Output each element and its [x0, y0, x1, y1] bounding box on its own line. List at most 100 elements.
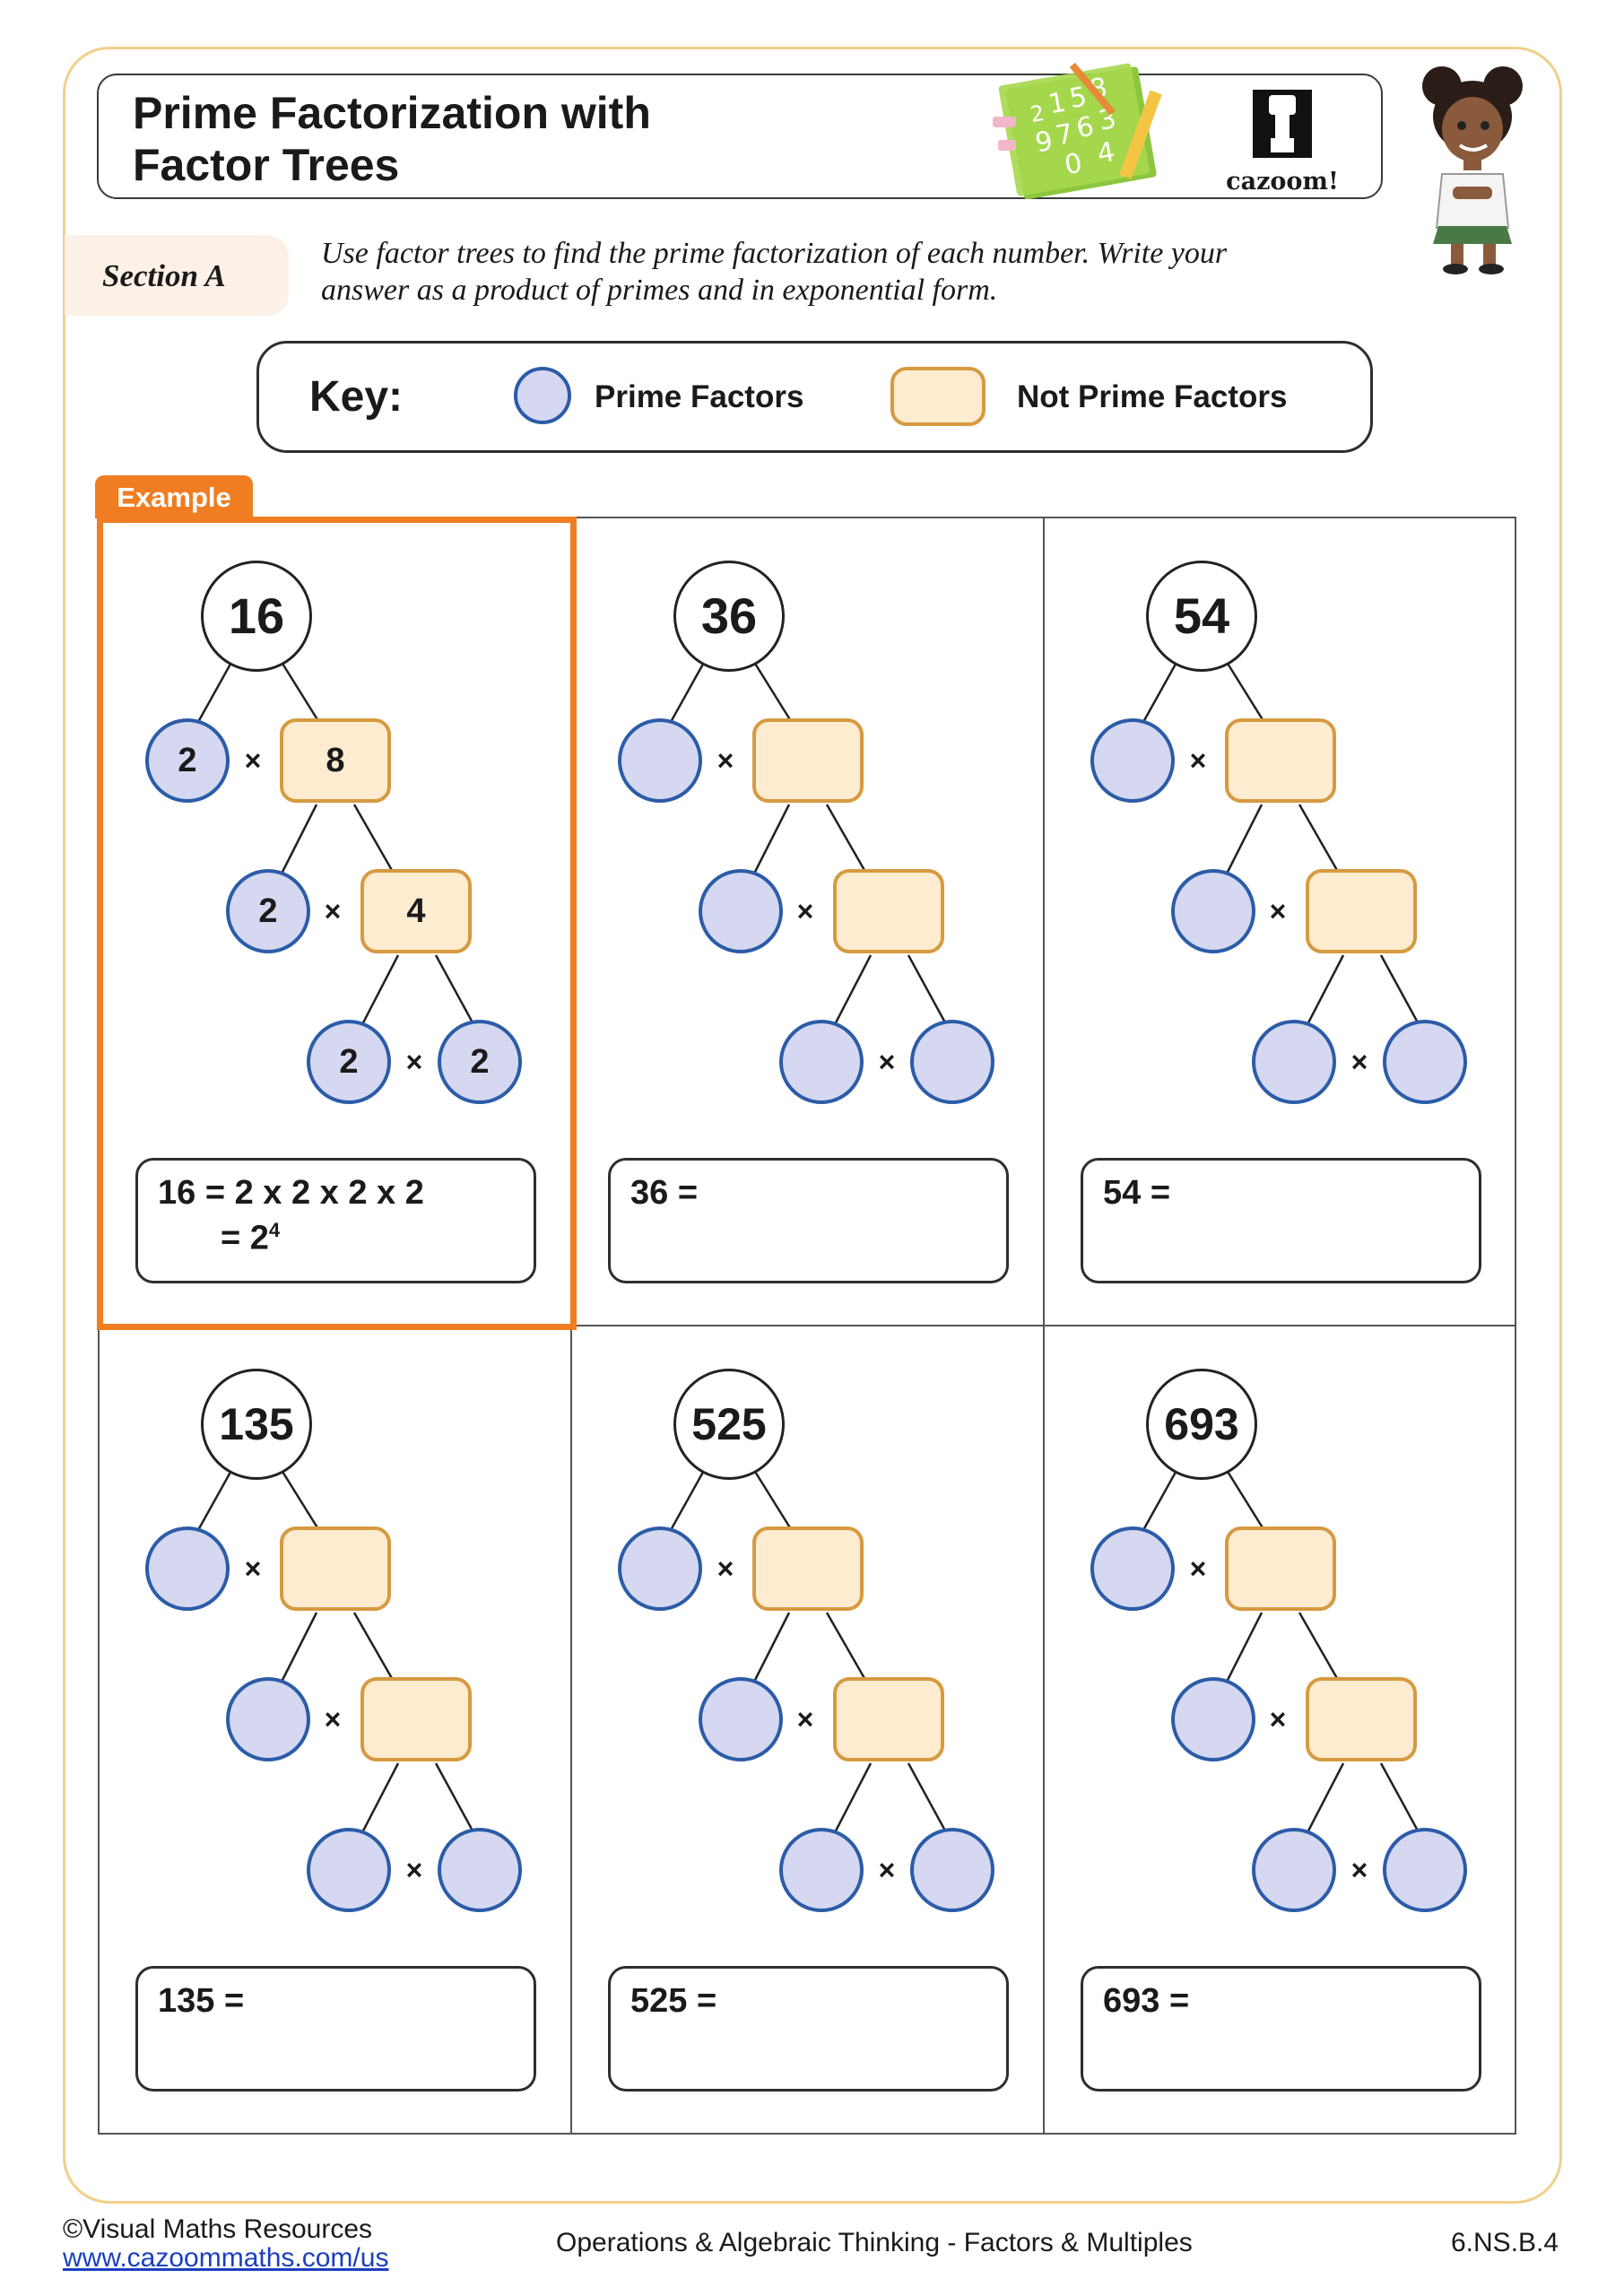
factor-tree-branches	[664, 1466, 948, 1840]
website-link[interactable]: www.cazoommaths.com/us	[63, 2243, 389, 2273]
times-symbol: ×	[796, 895, 814, 927]
answer-box[interactable]	[135, 1966, 536, 2092]
root-number: 16	[201, 561, 312, 672]
times-symbol: ×	[244, 1552, 262, 1585]
not-prime-factor-box[interactable]	[752, 1526, 864, 1611]
root-number: 135	[201, 1369, 312, 1480]
key-box	[256, 341, 1373, 453]
times-symbol: ×	[405, 1854, 423, 1886]
prime-factor-circle[interactable]: 2	[145, 718, 230, 803]
prime-factor-circle[interactable]	[1171, 1677, 1255, 1761]
answer-box[interactable]	[608, 1966, 1009, 2092]
answer-box[interactable]	[608, 1158, 1009, 1283]
not-prime-factor-box[interactable]	[1225, 718, 1336, 803]
sticky-note-digits: 2 1 5 8 9 7 6 3 0 4	[1029, 72, 1119, 181]
prime-factor-circle[interactable]	[618, 1526, 702, 1611]
not-prime-factor-box[interactable]	[1306, 869, 1417, 953]
answer-equation: 525 =	[630, 1982, 717, 2020]
student-character-illustration	[1422, 66, 1523, 274]
not-prime-factor-box[interactable]: 8	[280, 718, 391, 803]
not-prime-factor-box[interactable]	[752, 718, 864, 803]
prime-factor-circle[interactable]	[307, 1828, 391, 1912]
not-prime-factor-box[interactable]	[1225, 1526, 1336, 1611]
times-symbol: ×	[324, 1703, 342, 1735]
root-number: 525	[673, 1369, 785, 1480]
prime-factor-circle[interactable]	[618, 718, 702, 803]
page-border	[63, 47, 1562, 2204]
not-prime-factor-box[interactable]: 4	[360, 869, 472, 953]
times-symbol: ×	[1269, 1703, 1287, 1735]
root-number: 693	[1146, 1369, 1257, 1480]
example-tab: Example	[95, 475, 253, 518]
standard-code: 6.NS.B.4	[1451, 2228, 1559, 2257]
prime-factor-key-circle	[514, 367, 571, 424]
prime-factor-circle[interactable]	[1252, 1828, 1336, 1912]
problem-cell: 54×××54 =	[1044, 517, 1519, 1325]
times-symbol: ×	[878, 1046, 896, 1078]
prime-factor-circle[interactable]	[226, 1677, 310, 1761]
not-prime-factor-box[interactable]	[833, 869, 944, 953]
prime-factor-circle[interactable]	[1383, 1020, 1467, 1104]
times-symbol: ×	[1269, 895, 1287, 927]
prime-factor-circle[interactable]	[779, 1828, 864, 1912]
prime-factor-circle[interactable]: 2	[226, 869, 310, 953]
not-prime-factor-box[interactable]	[1306, 1677, 1417, 1761]
prime-factor-circle[interactable]: 2	[438, 1020, 522, 1104]
answer-box[interactable]	[1081, 1966, 1481, 2092]
prime-factor-circle[interactable]	[699, 1677, 783, 1761]
prime-factor-circle[interactable]	[910, 1020, 994, 1104]
not-prime-factor-box[interactable]	[833, 1677, 944, 1761]
problem-cell: 36×××36 =	[571, 517, 1046, 1325]
page-title: Prime Factorization with Factor Trees	[133, 87, 651, 191]
instructions: Use factor trees to find the prime facto…	[321, 235, 1433, 309]
factor-tree-branches	[192, 1466, 475, 1840]
root-number: 54	[1146, 561, 1257, 672]
key-label: Key:	[309, 373, 404, 421]
times-symbol: ×	[244, 744, 262, 777]
title-line-1: Prime Factorization with	[133, 88, 651, 138]
factor-tree-branches	[1137, 658, 1420, 1032]
factor-tree-branches	[664, 658, 948, 1032]
prime-factor-circle[interactable]	[1090, 1526, 1175, 1611]
times-symbol: ×	[1189, 744, 1207, 777]
answer-equation: 693 =	[1103, 1982, 1190, 2020]
answer-equation: 16 = 2 x 2 x 2 x 2	[158, 1174, 424, 1212]
math-sticky-notes-icon: 2 1 5 8 9 7 6 3 0 4	[993, 62, 1162, 200]
not-prime-factor-box[interactable]	[360, 1677, 472, 1761]
not-prime-factor-box[interactable]	[280, 1526, 391, 1611]
answer-box[interactable]	[1081, 1158, 1481, 1283]
prime-factors-label: Prime Factors	[595, 379, 804, 414]
prime-factor-circle[interactable]	[1171, 869, 1255, 953]
prime-factor-circle[interactable]	[438, 1828, 522, 1912]
times-symbol: ×	[405, 1046, 423, 1078]
prime-factor-circle[interactable]	[1383, 1828, 1467, 1912]
prime-factor-circle[interactable]	[779, 1020, 864, 1104]
prime-factor-circle[interactable]	[699, 869, 783, 953]
answer-exponent: 4	[268, 1219, 281, 1241]
prime-factor-circle[interactable]: 2	[307, 1020, 391, 1104]
prime-factor-circle[interactable]	[145, 1526, 230, 1611]
times-symbol: ×	[324, 895, 342, 927]
answer-box[interactable]	[135, 1158, 536, 1283]
logo-text: cazoom!	[1226, 168, 1339, 196]
svg-text:2: 2	[1029, 100, 1046, 127]
times-symbol: ×	[1350, 1046, 1368, 1078]
answer-exponential-form: = 24	[221, 1219, 280, 1258]
not-prime-factors-label: Not Prime Factors	[1017, 379, 1288, 414]
prime-factor-circle[interactable]	[1090, 718, 1175, 803]
times-symbol: ×	[716, 1552, 734, 1585]
problem-cell: 135×××135 =	[99, 1326, 574, 2133]
prime-factor-circle[interactable]	[1252, 1020, 1336, 1104]
factor-tree-branches	[192, 658, 475, 1032]
times-symbol: ×	[796, 1703, 814, 1735]
footer-credits: ©Visual Maths Resources www.cazoommaths.…	[63, 2215, 388, 2273]
answer-exponential-base: = 2	[221, 1219, 269, 1257]
copyright: ©Visual Maths Resources	[63, 2214, 373, 2244]
factor-tree-branches	[1137, 1466, 1420, 1840]
prime-factor-circle[interactable]	[910, 1828, 994, 1912]
section-tab	[65, 235, 289, 316]
problem-cell: 525×××525 =	[571, 1326, 1046, 2133]
instructions-line-2: answer as a product of primes and in exp…	[321, 274, 998, 307]
answer-equation: 36 =	[630, 1174, 699, 1212]
